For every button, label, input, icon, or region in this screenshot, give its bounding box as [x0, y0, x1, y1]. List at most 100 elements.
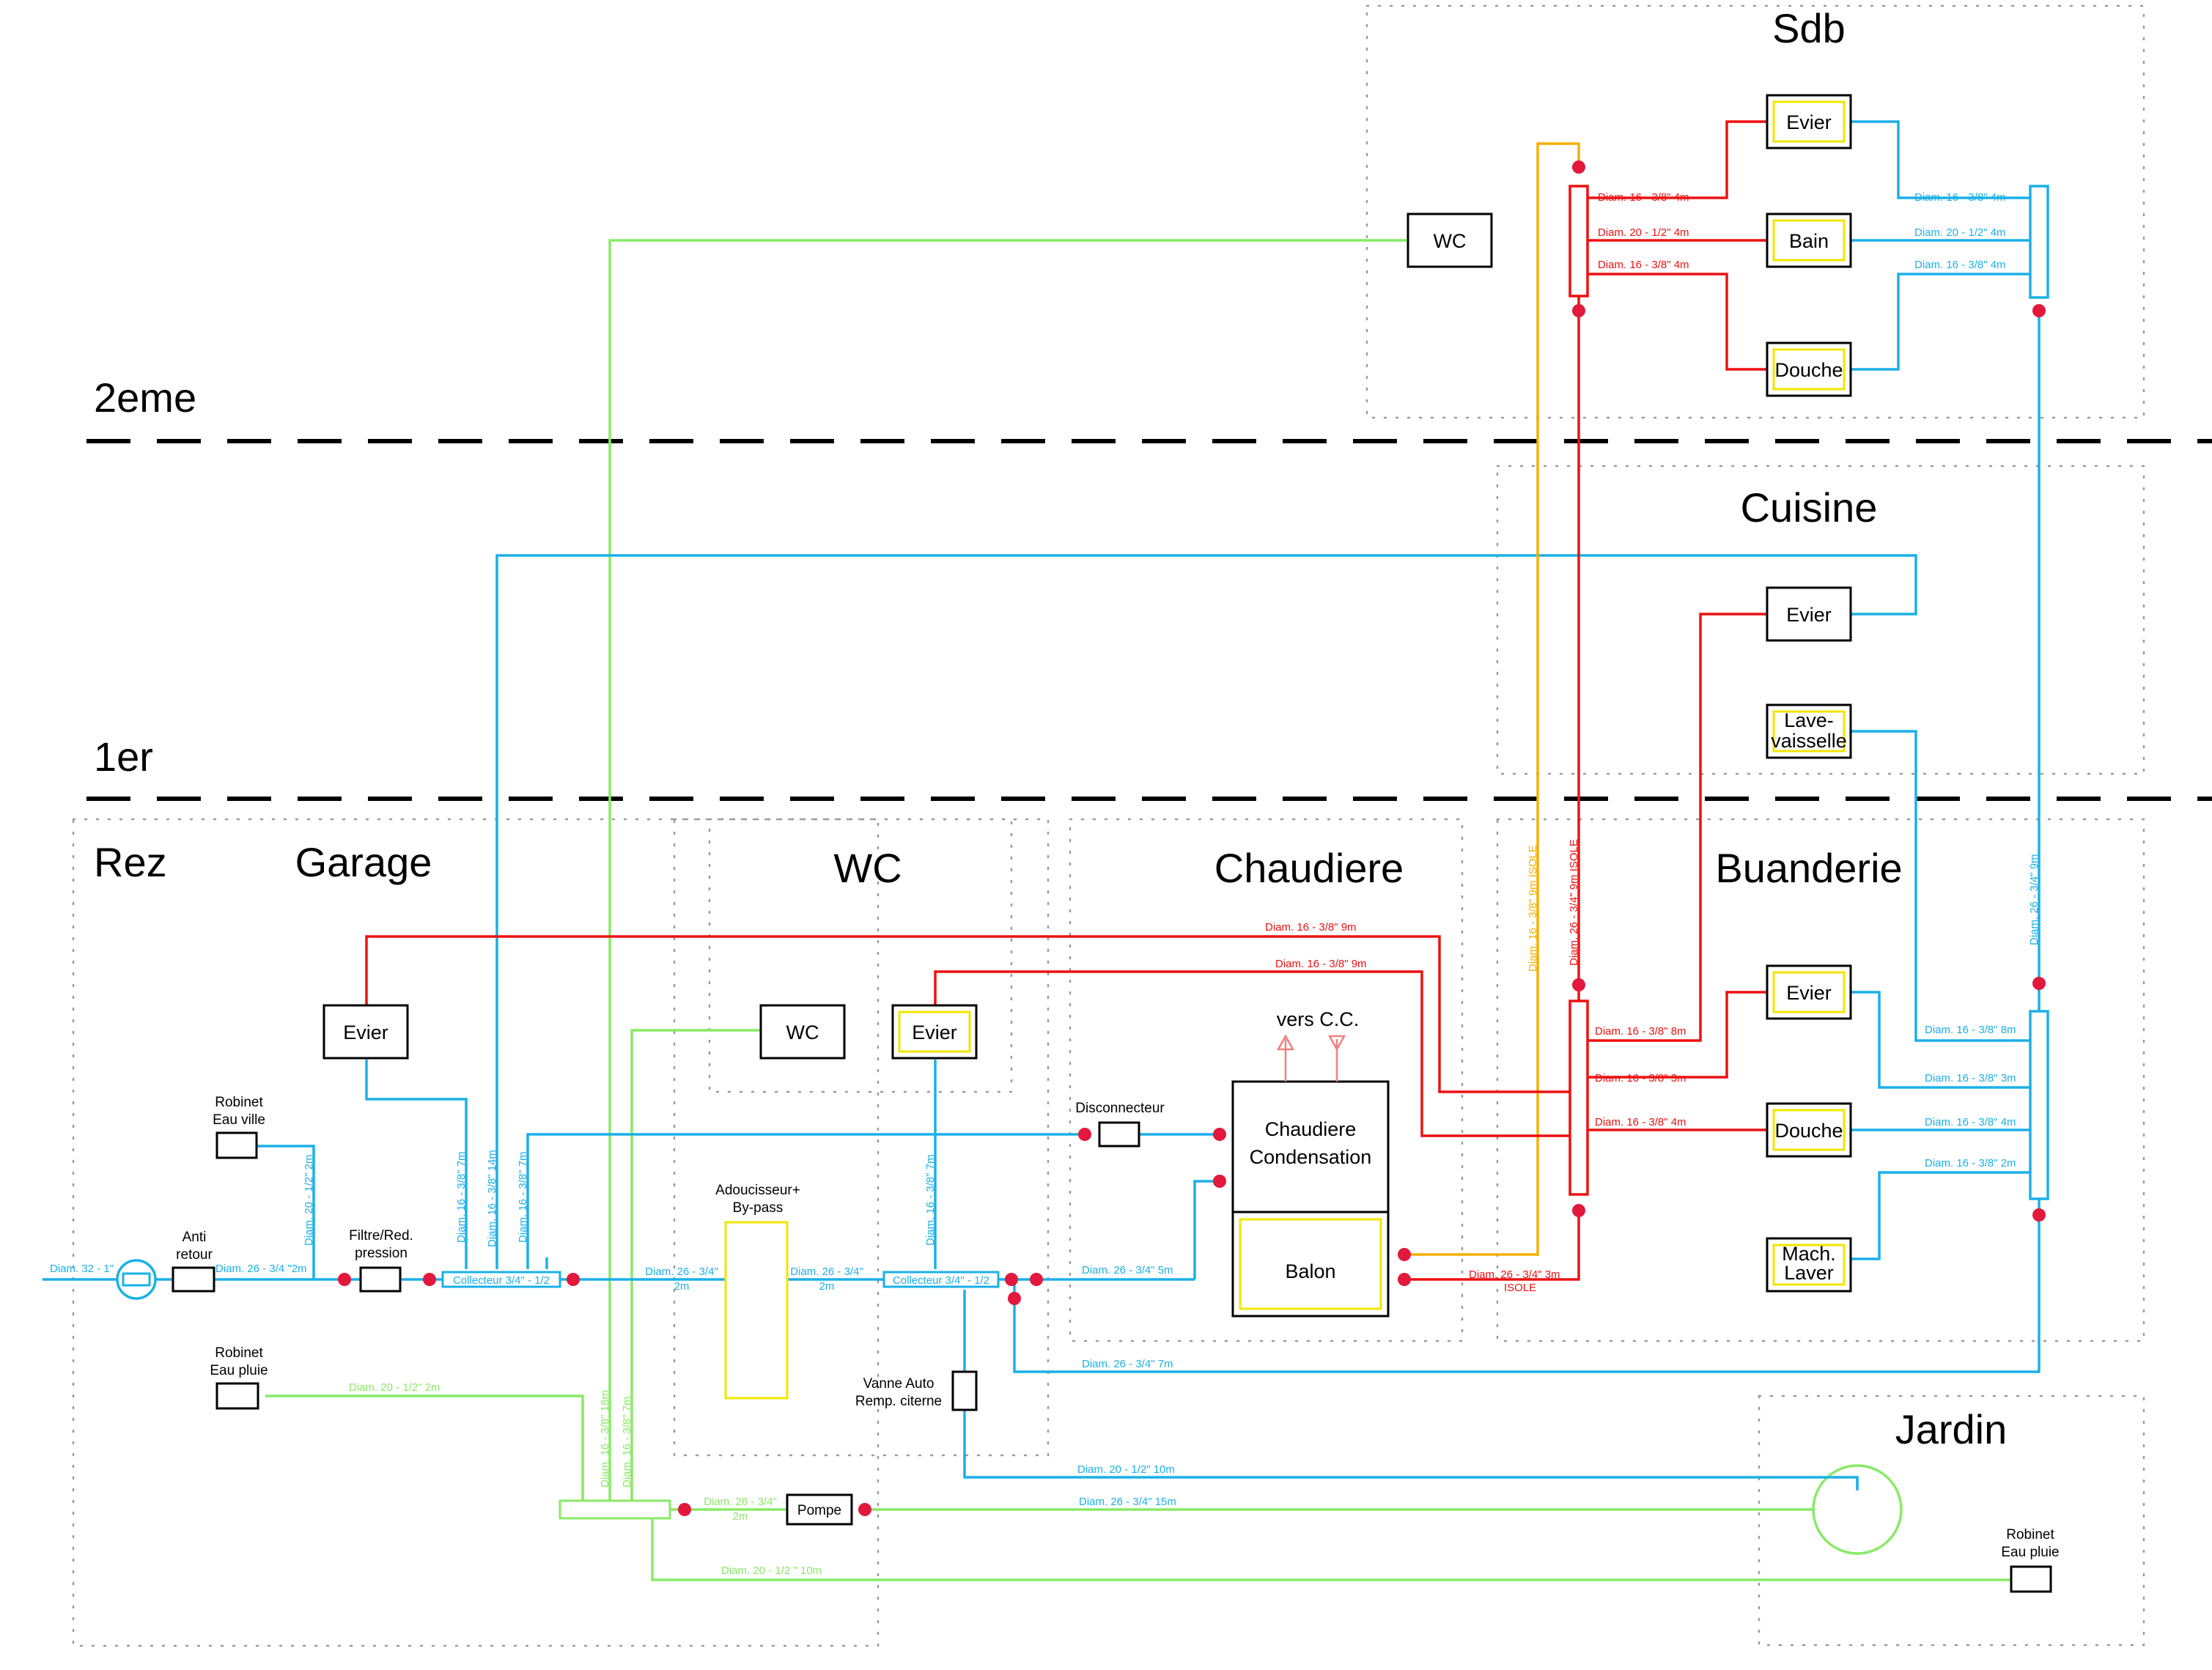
device-anti-retour: Anti retour	[172, 1230, 215, 1293]
svg-text:Robinet: Robinet	[2006, 1527, 2054, 1542]
collecteur-wc-label: Collecteur 3/4" - 1/2	[893, 1274, 989, 1287]
pipe-blue-cuisine	[495, 554, 1917, 1269]
pipe-green-jardin	[651, 1518, 2011, 1581]
device-filtre: Filtre/Red. pression	[349, 1228, 413, 1293]
svg-text:Diam. 26 - 3/4" 3m: Diam. 26 - 3/4" 3m	[1469, 1268, 1560, 1281]
zone-label-sdb: Sdb	[1772, 5, 1846, 51]
svg-text:Diam. 16 - 3/8" 8m: Diam. 16 - 3/8" 8m	[1925, 1024, 2016, 1036]
zone-label-chaudiere: Chaudiere	[1214, 845, 1404, 891]
svg-text:Condensation: Condensation	[1250, 1146, 1372, 1168]
svg-text:Vanne Auto: Vanne Auto	[863, 1376, 934, 1392]
pipe-red-sdb1	[1588, 120, 1767, 199]
fixture-sdb-douche: Douche	[1766, 341, 1852, 397]
rain-water-pipes	[265, 239, 2011, 1581]
zone-label-wc: WC	[833, 845, 902, 891]
fixture-sdb-evier: Evier	[1766, 94, 1852, 149]
svg-text:Bain: Bain	[1789, 230, 1829, 252]
fixture-balon: Balon	[1231, 1211, 1390, 1318]
vers-cc-arrows: vers C.C.	[1277, 1008, 1360, 1082]
svg-text:Eau pluie: Eau pluie	[2001, 1545, 2059, 1560]
svg-text:2m: 2m	[819, 1280, 835, 1293]
fixture-buanderie-evier: Evier	[1766, 964, 1852, 1020]
pipe-blue-buan1	[1851, 991, 2030, 1089]
fixture-chaudiere: Chaudiere Condensation	[1231, 1080, 1390, 1213]
zone-cuisine	[1496, 465, 2145, 775]
svg-text:Diam. 16 - 3/8" 7m: Diam. 16 - 3/8" 7m	[517, 1151, 529, 1243]
cold-water-pipes	[43, 120, 2049, 1486]
svg-text:Evier: Evier	[343, 1021, 388, 1043]
svg-text:Remp. citerne: Remp. citerne	[855, 1394, 942, 1409]
pipe-red-garage	[365, 935, 1570, 1093]
svg-text:retour: retour	[176, 1247, 213, 1263]
water-meter-window	[122, 1272, 151, 1287]
svg-text:Filtre/Red.: Filtre/Red.	[349, 1228, 413, 1244]
svg-text:2m: 2m	[733, 1510, 748, 1523]
floor-label-1er: 1er	[94, 734, 153, 780]
svg-text:WC: WC	[1434, 230, 1467, 252]
zone-sdb	[1365, 4, 2145, 419]
collector-sdb-cold	[2029, 185, 2049, 299]
device-robinet-jardin: Robinet Eau pluie	[2001, 1527, 2060, 1593]
svg-text:Laver: Laver	[1784, 1262, 1834, 1284]
svg-text:Diam. 26 - 3/4": Diam. 26 - 3/4"	[645, 1266, 718, 1278]
svg-text:Diam. 26 - 3/4": Diam. 26 - 3/4"	[790, 1266, 863, 1278]
collecteur-wc	[882, 1271, 1000, 1288]
hot-water-pipes	[365, 120, 1767, 1281]
svg-text:Evier: Evier	[1786, 982, 1832, 1004]
fixture-lave-vaisselle: Lave- vaisselle	[1766, 703, 1852, 759]
pipe-blue-sdb3	[1851, 273, 2030, 371]
svg-text:Robinet: Robinet	[215, 1095, 263, 1110]
svg-text:pression: pression	[355, 1246, 408, 1261]
svg-text:Diam. 20 - 1/2" 2m: Diam. 20 - 1/2" 2m	[303, 1154, 315, 1246]
svg-text:Diam. 26 - 3/4" 15m: Diam. 26 - 3/4" 15m	[1079, 1496, 1176, 1508]
svg-text:Diam. 16 - 3/8" 7m: Diam. 16 - 3/8" 7m	[924, 1154, 937, 1246]
fixture-sdb-bain: Bain	[1766, 213, 1852, 268]
device-robinet-pluie: Robinet Eau pluie	[210, 1345, 268, 1410]
svg-text:Diam. 16 - 3/8" 14m: Diam. 16 - 3/8" 14m	[486, 1150, 498, 1247]
svg-text:Diam. 20 - 1/2" 10m: Diam. 20 - 1/2" 10m	[1077, 1463, 1175, 1476]
pipe-orange-loop	[1404, 142, 1580, 1256]
svg-text:vers C.C.: vers C.C.	[1277, 1008, 1360, 1030]
pipe-red-buan1	[1588, 991, 1767, 1079]
pipe-blue-disco	[526, 1133, 1085, 1269]
junction-dots	[338, 160, 2046, 1516]
zone-garage	[72, 818, 880, 1647]
svg-text:ISOLE: ISOLE	[1504, 1282, 1536, 1294]
svg-text:Diam. 16 - 3/8" 4m: Diam. 16 - 3/8" 4m	[1598, 259, 1689, 271]
zone-outlines	[72, 4, 2145, 1647]
svg-text:Evier: Evier	[1786, 604, 1832, 626]
svg-text:Diam. 16 - 3/8" 9m ISOLE: Diam. 16 - 3/8" 9m ISOLE	[1527, 845, 1539, 972]
collecteur-garage	[441, 1271, 561, 1288]
pipe-red-sdb3	[1588, 273, 1767, 371]
pipe-blue-sdb1	[1851, 120, 2030, 199]
svg-text:Balon: Balon	[1285, 1260, 1335, 1282]
svg-text:Diam. 16 - 3/8" 3m: Diam. 16 - 3/8" 3m	[1925, 1072, 2016, 1085]
svg-text:Diam. 26 - 3/4" 7m: Diam. 26 - 3/4" 7m	[1082, 1358, 1173, 1370]
fixture-wc-evier: Evier	[891, 1004, 978, 1060]
pipe-blue-garage-evier	[365, 1060, 468, 1269]
svg-text:Diam. 26 - 3/4" 9m ISOLE: Diam. 26 - 3/4" 9m ISOLE	[1568, 839, 1580, 966]
svg-text:Diam. 16 - 3/8" 7m: Diam. 16 - 3/8" 7m	[621, 1396, 633, 1488]
svg-text:Anti: Anti	[183, 1230, 207, 1245]
svg-text:Diam. 20 - 1/2 " 10m: Diam. 20 - 1/2 " 10m	[721, 1564, 822, 1577]
collector-rain	[558, 1499, 671, 1520]
svg-text:Diam. 16 - 3/8" 18m: Diam. 16 - 3/8" 18m	[599, 1390, 611, 1488]
svg-text:Eau ville: Eau ville	[213, 1112, 265, 1128]
zone-label-cuisine: Cuisine	[1741, 484, 1878, 531]
device-adoucisseur: Adoucisseur+ By-pass	[715, 1183, 800, 1400]
svg-text:By-pass: By-pass	[733, 1200, 784, 1216]
svg-text:Diam. 16 - 3/8" 8m: Diam. 16 - 3/8" 8m	[1595, 1025, 1686, 1038]
fixture-pompe: Pompe	[786, 1493, 853, 1526]
svg-text:Diam. 26 - 3/4 "2m: Diam. 26 - 3/4 "2m	[215, 1263, 307, 1275]
pipe-green-wc2	[608, 239, 1408, 1501]
svg-text:Diam. 26 - 3/4" 9m: Diam. 26 - 3/4" 9m	[2028, 854, 2040, 945]
svg-text:vaisselle: vaisselle	[1771, 730, 1847, 752]
pipe-red-cuisine	[1588, 613, 1767, 1042]
zone-label-buanderie: Buanderie	[1715, 845, 1902, 891]
cistern	[1812, 1464, 1903, 1555]
collector-sdb-hot	[1568, 185, 1589, 298]
fixture-wc-2eme: WC	[1407, 213, 1493, 268]
svg-text:Diam. 20 - 1/2" 4m: Diam. 20 - 1/2" 4m	[1598, 226, 1689, 239]
svg-text:Diam. 16 - 3/8" 4m: Diam. 16 - 3/8" 4m	[1598, 191, 1689, 204]
